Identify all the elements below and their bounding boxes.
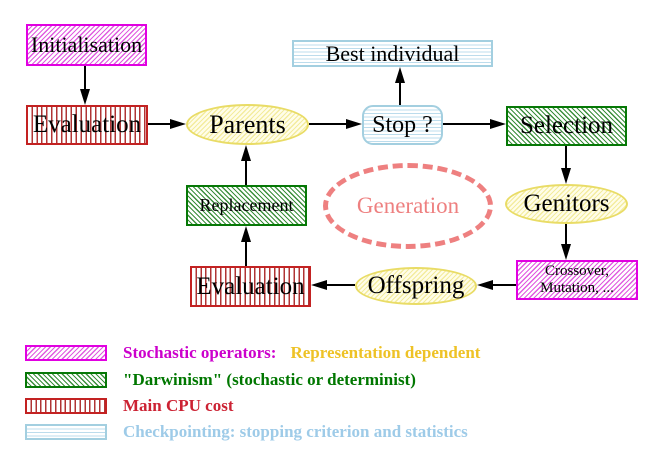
node-evaluation-bottom-label: Evaluation <box>196 272 305 300</box>
arrow-replacement-to-parents-head <box>241 145 251 161</box>
generation-label: Generation <box>356 193 460 218</box>
arrow-replacement-to-parents-shaft <box>245 159 247 185</box>
cyan-stripes-swatch <box>25 424 107 440</box>
arrow-evaluation-to-replacement-shaft <box>245 240 247 266</box>
arrow-crossover-to-offspring-shaft <box>491 284 516 286</box>
generation-loop-ellipse: Generation <box>323 163 493 249</box>
node-offspring-label: Offspring <box>367 272 465 299</box>
node-stop: Stop ? <box>362 105 443 145</box>
arrow-offspring-to-evaluation-shaft <box>325 284 355 286</box>
arrow-crossover-to-offspring-head <box>477 280 493 290</box>
node-parents: Parents <box>186 104 309 145</box>
arrow-genitors-to-crossover-shaft <box>565 224 567 246</box>
node-selection: Selection <box>506 106 627 146</box>
node-offspring: Offspring <box>355 267 477 305</box>
node-stop-label: Stop ? <box>372 111 433 138</box>
arrow-initialisation-to-evaluation-shaft <box>84 66 86 91</box>
legend-representation-label: Representation dependent <box>290 343 481 362</box>
node-evaluation-top-label: Evaluation <box>32 111 142 138</box>
node-initialisation: Initialisation <box>26 24 147 66</box>
node-evaluation-bottom: Evaluation <box>190 266 311 307</box>
arrow-evaluation-to-replacement-head <box>241 226 251 242</box>
node-best-individual: Best individual <box>292 40 493 67</box>
arrow-offspring-to-evaluation-head <box>311 280 327 290</box>
node-genitors-label: Genitors <box>523 190 610 217</box>
arrow-parents-to-stop-shaft <box>309 123 348 125</box>
arrow-evaluation-to-parents-shaft <box>148 123 172 125</box>
arrow-stop-to-best-individual-shaft <box>399 81 401 105</box>
arrow-evaluation-to-parents-head <box>170 119 186 129</box>
arrow-stop-to-best-individual-head <box>395 67 405 83</box>
legend-checkpointing-label: Checkpointing: stopping criterion and st… <box>123 422 468 441</box>
arrow-selection-to-genitors-shaft <box>565 146 567 170</box>
arrow-parents-to-stop-head <box>346 119 362 129</box>
node-selection-label: Selection <box>519 112 614 139</box>
legend-stochastic-label: Stochastic operators: <box>123 343 277 362</box>
arrow-genitors-to-crossover-head <box>561 244 571 260</box>
magenta-hatch-swatch <box>25 345 107 361</box>
node-parents-label: Parents <box>209 109 286 139</box>
arrow-stop-to-selection-head <box>490 119 506 129</box>
node-genitors: Genitors <box>505 184 628 224</box>
arrow-stop-to-selection-shaft <box>443 123 492 125</box>
arrow-selection-to-genitors-head <box>561 168 571 184</box>
node-initialisation-label: Initialisation <box>30 32 143 57</box>
legend-darwinism-label: "Darwinism" (stochastic or determinist) <box>123 370 416 389</box>
node-crossover-line2: Mutation, ... <box>540 280 614 296</box>
node-best-individual-label: Best individual <box>325 40 460 66</box>
green-hatch-swatch <box>25 372 107 388</box>
arrow-initialisation-to-evaluation-head <box>80 89 90 105</box>
legend-label: Stochastic operators: Representation depe… <box>123 344 480 362</box>
node-replacement-label: Replacement <box>199 195 294 215</box>
red-stripes-swatch <box>25 398 107 414</box>
node-replacement: Replacement <box>186 185 307 226</box>
legend-cpu-cost-label: Main CPU cost <box>123 396 234 415</box>
node-evaluation-top: Evaluation <box>26 105 148 145</box>
node-crossover-line1: Crossover, <box>545 263 609 279</box>
node-crossover-mutation: Crossover, Mutation, ... <box>516 260 638 300</box>
